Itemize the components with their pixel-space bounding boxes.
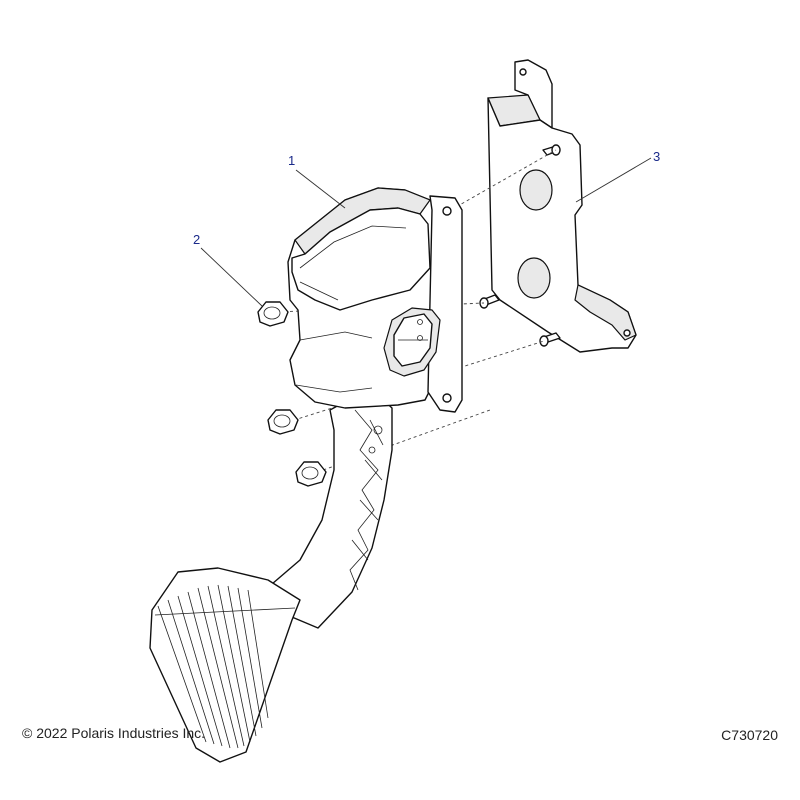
callout-1: 1 xyxy=(288,153,346,209)
svg-text:1: 1 xyxy=(288,153,295,168)
pedal-assembly-part xyxy=(149,187,463,763)
figure-code: C730720 xyxy=(721,727,778,743)
callout-3: 3 xyxy=(575,149,660,203)
flange-nut-part xyxy=(257,301,327,487)
callout-2: 2 xyxy=(193,232,263,307)
svg-text:3: 3 xyxy=(653,149,660,164)
mounting-bracket-part xyxy=(479,59,637,353)
copyright-text: © 2022 Polaris Industries Inc. xyxy=(22,725,206,741)
svg-text:2: 2 xyxy=(193,232,200,247)
